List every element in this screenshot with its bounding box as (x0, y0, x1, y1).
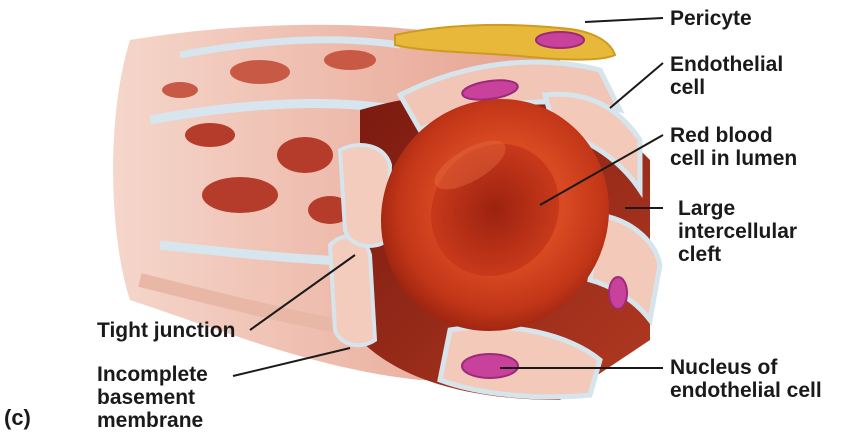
label-tight-junction: Tight junction (97, 319, 235, 342)
label-basement-membrane: Incomplete basement membrane (97, 363, 208, 432)
endothelial-nucleus (462, 354, 518, 378)
label-pericyte: Pericyte (670, 7, 752, 30)
label-nucleus-of-endothelial-cell: Nucleus of endothelial cell (670, 356, 822, 402)
pericyte-nucleus (536, 32, 584, 48)
label-red-blood-cell: Red blood cell in lumen (670, 124, 797, 170)
label-endothelial-cell: Endothelial cell (670, 53, 783, 99)
label-intercellular-cleft: Large intercellular cleft (678, 197, 797, 266)
endothelial-nucleus (609, 277, 627, 309)
panel-letter: (c) (4, 405, 31, 431)
